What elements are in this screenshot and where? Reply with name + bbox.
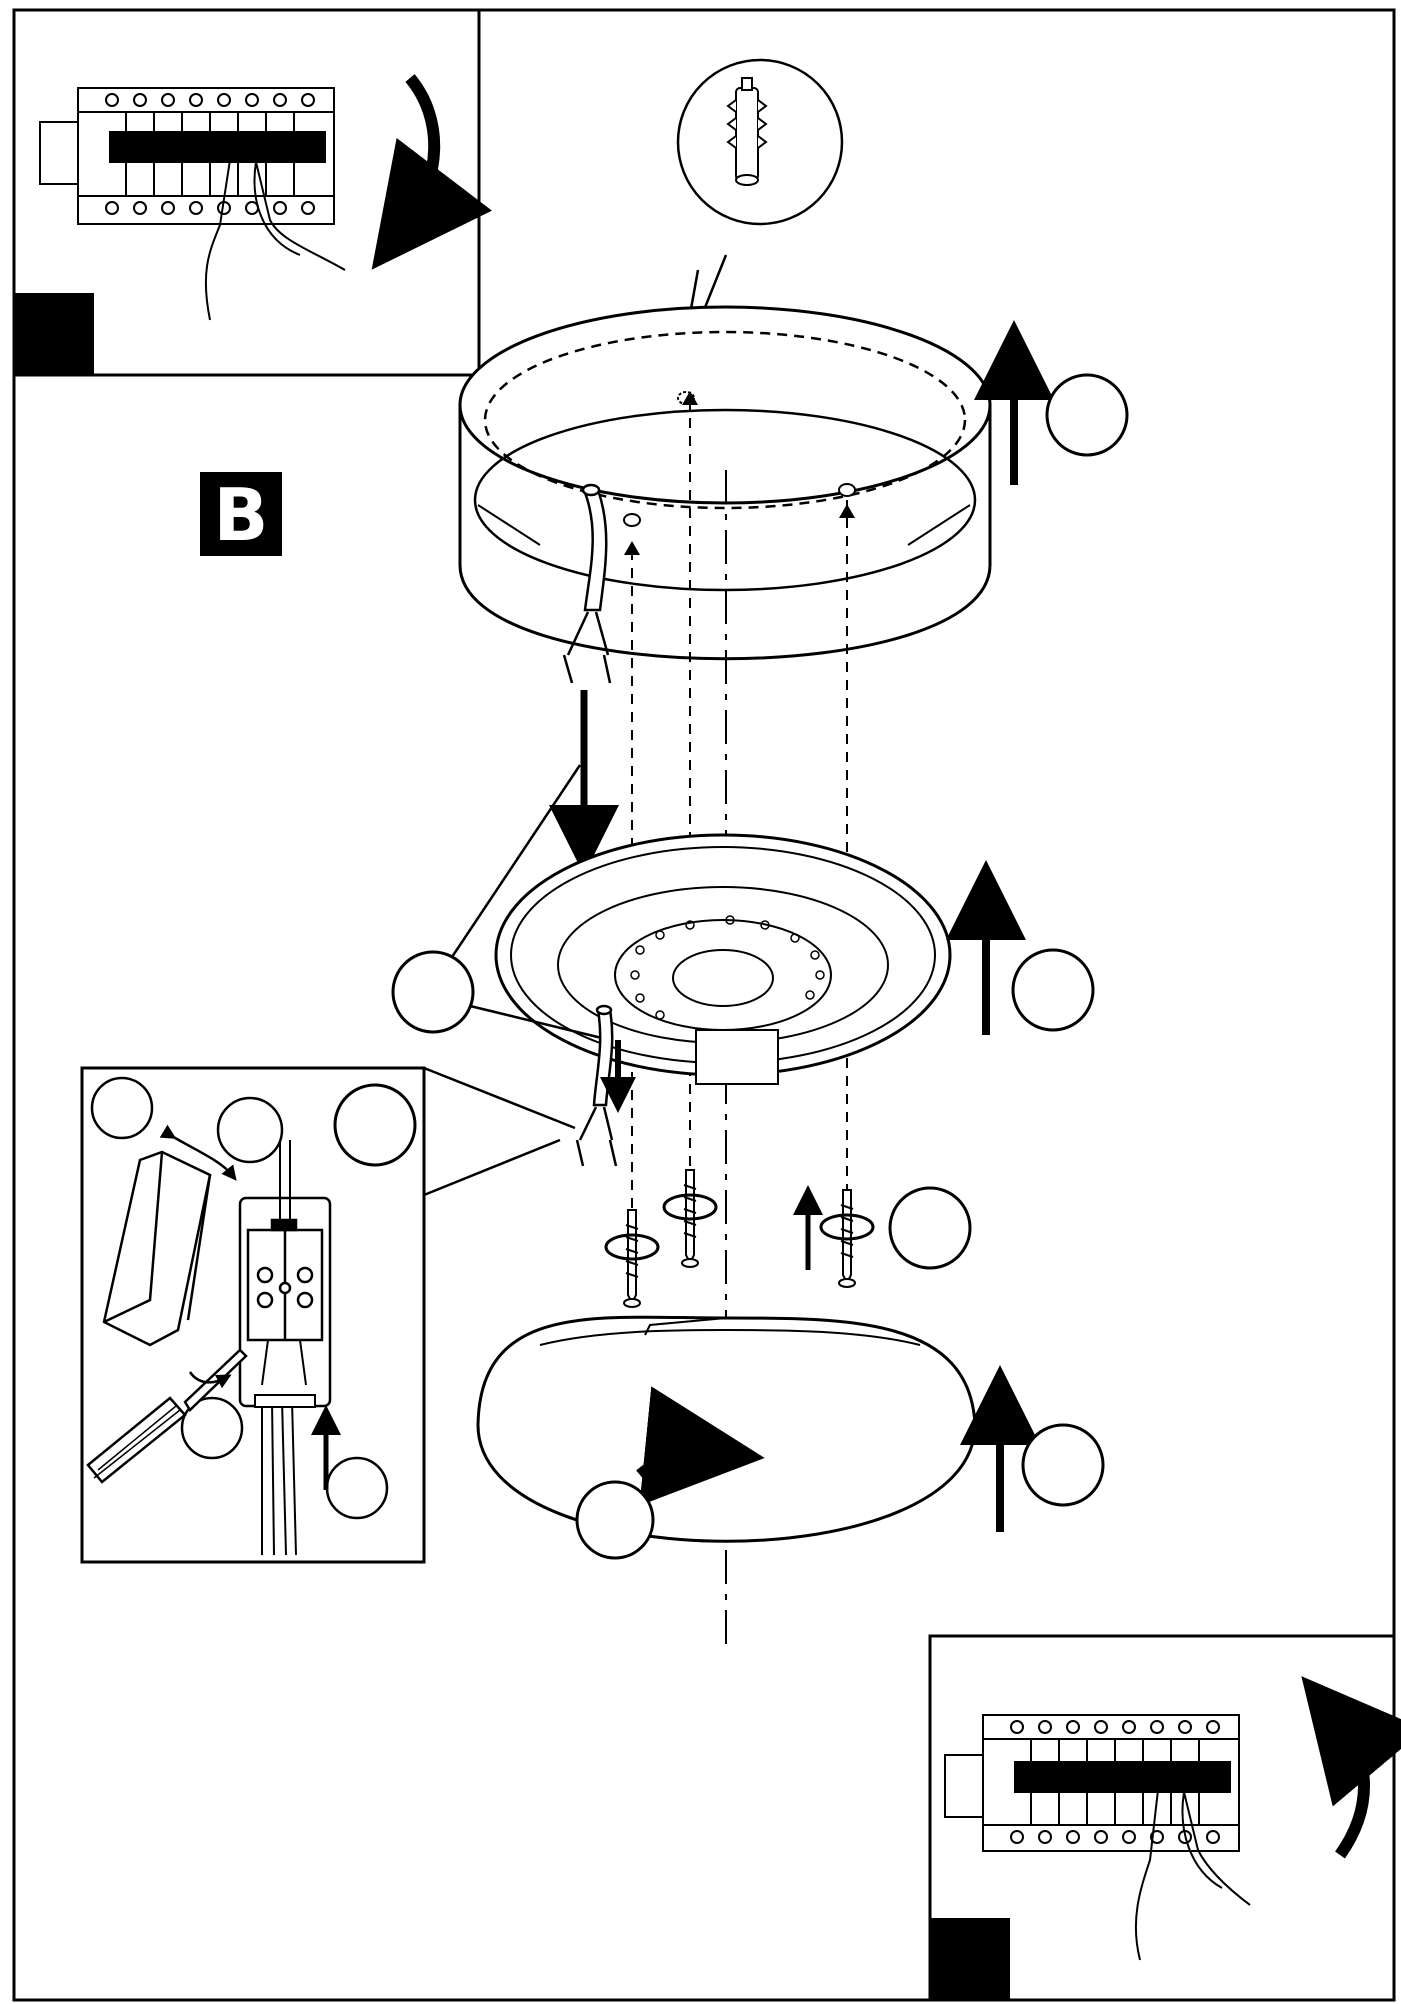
breaker-switch-on-icon — [944, 1714, 1240, 1852]
cable-clamp — [254, 1394, 316, 1408]
breaker-on-inset — [928, 1634, 1401, 2002]
wires — [261, 1140, 307, 1556]
finger-hand — [204, 151, 346, 321]
switch-on-arrow — [1301, 1676, 1401, 1859]
supply-cable-top — [562, 483, 612, 684]
led-module-plate — [494, 833, 952, 1085]
breaker-switch-off-icon — [39, 87, 335, 225]
cover-swing-arrow — [159, 1124, 237, 1181]
page-frame — [12, 8, 1396, 2002]
switch-off-arrow — [371, 74, 493, 270]
breaker-off-inset — [12, 8, 493, 377]
step-label-b: B — [200, 472, 282, 557]
step-circle-wiring-4 — [180, 1396, 244, 1460]
step-circle-wiring-1 — [90, 1076, 154, 1140]
step-circle-screws — [888, 1186, 972, 1270]
step-circle-ceiling — [1045, 373, 1129, 457]
step-circle-wiring-2 — [216, 1096, 284, 1164]
terminal-block-icon — [238, 1196, 332, 1408]
cable-pointer-lines — [448, 764, 611, 1042]
diffuser-shade — [476, 1315, 977, 1543]
screwdriver-turn-arrow — [188, 1371, 232, 1389]
step-marker-black-square — [14, 293, 94, 375]
led-chips — [630, 915, 825, 1020]
step-circle-shade — [1021, 1423, 1105, 1507]
step-marker-black-square-end — [930, 1918, 1010, 2000]
step-circle-cable — [391, 950, 475, 1034]
screw-icon — [604, 1169, 875, 1308]
wall-plug-icon — [726, 77, 768, 186]
step-label-text: B — [214, 473, 269, 557]
step-circle-led-module — [1011, 948, 1095, 1032]
wiring-inset — [80, 1066, 576, 1564]
shade-rotate-arrow — [636, 1386, 765, 1506]
step-circle-wiring-5 — [325, 1456, 389, 1520]
step-circle-rotate — [575, 1480, 655, 1560]
step-circle-wiring-3 — [333, 1083, 417, 1167]
finger-hand-on — [1134, 1781, 1251, 1961]
